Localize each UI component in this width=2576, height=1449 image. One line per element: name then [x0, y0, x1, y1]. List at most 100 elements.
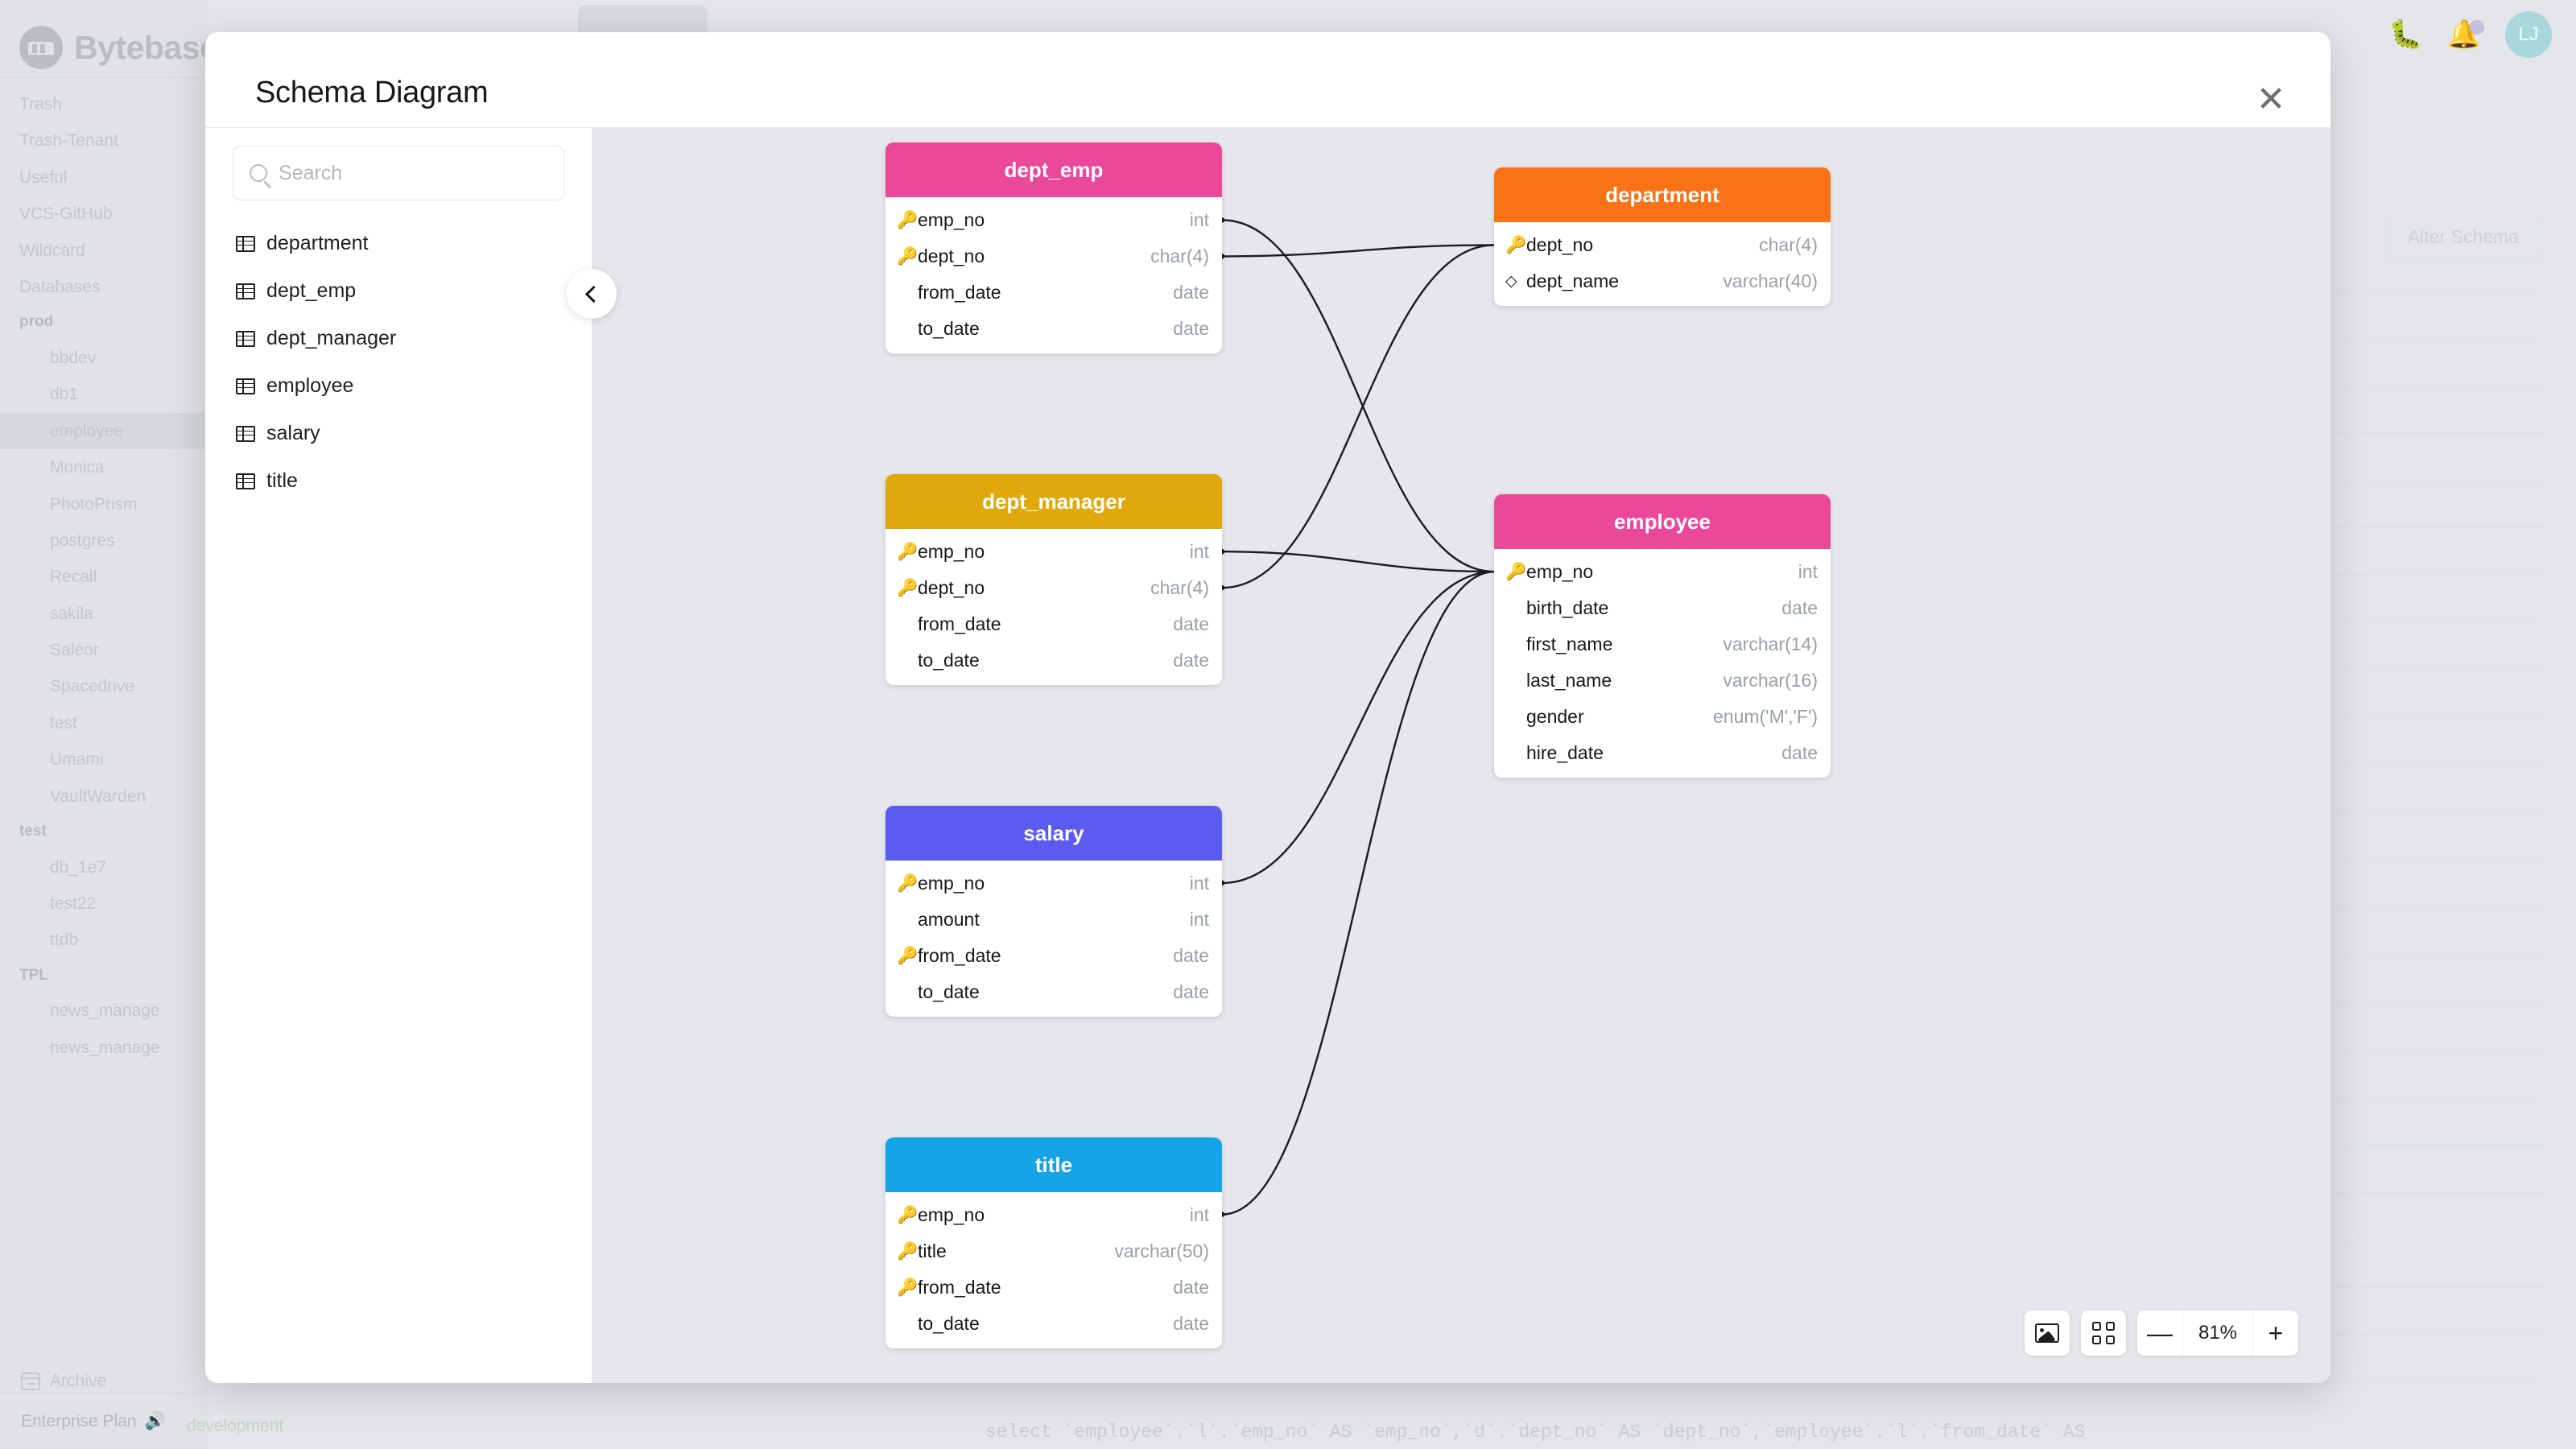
close-icon[interactable]: ✕	[2256, 80, 2286, 119]
plan-footer[interactable]: Enterprise Plan 🔊	[0, 1393, 208, 1449]
column-type: date	[1173, 650, 1209, 671]
column-type: varchar(40)	[1723, 270, 1818, 291]
column-type: int	[1798, 561, 1818, 582]
sidebar-item-vaultwarden[interactable]: VaultWarden	[50, 786, 147, 806]
search-box[interactable]	[233, 146, 564, 200]
avatar[interactable]: LJ	[2505, 11, 2552, 58]
sidebar-item-recall[interactable]: Recall	[50, 568, 97, 587]
column-type: date	[1173, 318, 1209, 339]
zoom-controls: — 81% +	[2137, 1311, 2298, 1356]
sidebar-item-news-manage[interactable]: news_manage	[50, 1001, 160, 1021]
plan-label: Enterprise Plan	[21, 1411, 137, 1430]
relationship-edges	[592, 128, 1495, 1383]
column-row: 🔑emp_no int	[886, 1197, 1222, 1233]
primary-key-icon: 🔑	[897, 247, 919, 266]
collapse-panel-button[interactable]	[567, 269, 617, 319]
list-item-dept_emp[interactable]: dept_emp	[233, 267, 564, 315]
sidebar-item-ttdb[interactable]: ttdb	[50, 931, 79, 950]
sidebar-item-bbdev[interactable]: bbdev	[50, 348, 97, 367]
table-node-title: salary	[886, 806, 1222, 861]
sidebar-item-test22[interactable]: test22	[50, 894, 97, 913]
search-icon	[250, 164, 267, 182]
column-name: from_date	[918, 1277, 1001, 1298]
column-name: last_name	[1526, 670, 1612, 691]
archive-label: Archive	[50, 1372, 107, 1390]
sidebar-item-photoprism[interactable]: PhotoPrism	[50, 494, 138, 514]
environment-badge: development	[187, 1417, 284, 1435]
edge-dept_emp-dept_no-to-department-dept_no	[1222, 244, 1495, 256]
sidebar-item-tpl[interactable]: TPL	[19, 966, 48, 984]
sidebar-item-databases[interactable]: Databases	[19, 277, 101, 296]
sidebar-item-prod[interactable]: prod	[19, 313, 54, 331]
sidebar-item-spacedrive[interactable]: Spacedrive	[50, 677, 135, 696]
sidebar-item-trash-tenant[interactable]: Trash-Tenant	[19, 131, 118, 151]
list-item-dept_manager[interactable]: dept_manager	[233, 315, 564, 362]
sidebar-item-test[interactable]: test	[50, 713, 77, 733]
layout-grid-button[interactable]	[2081, 1311, 2126, 1356]
sidebar-item-db-1e7[interactable]: db_1e7	[50, 857, 107, 877]
list-item-department[interactable]: department	[233, 220, 564, 267]
alter-schema-button[interactable]: Alter Schema	[2384, 216, 2542, 258]
column-name: emp_no	[918, 873, 985, 894]
table-list-panel: departmentdept_empdept_manageremployeesa…	[205, 127, 617, 1383]
sidebar-item-vcs-github[interactable]: VCS-GitHub	[19, 204, 113, 224]
edge-dept_emp-emp_no-to-employee-emp_no	[1222, 220, 1495, 573]
sidebar-item-monica[interactable]: Monica	[50, 458, 105, 477]
column-type: date	[1173, 1277, 1209, 1298]
column-type: int	[1189, 209, 1209, 230]
primary-key-icon: 🔑	[897, 874, 919, 893]
sidebar-item-test[interactable]: test	[19, 823, 47, 840]
zoom-in-button[interactable]: +	[2268, 1318, 2284, 1348]
sidebar-item-sakila[interactable]: sakila	[50, 604, 93, 623]
sidebar-item-employee[interactable]: employee	[0, 412, 208, 450]
background-topbar-icons: 🐛 🔔 LJ	[2388, 11, 2552, 58]
grid-icon	[2092, 1322, 2115, 1344]
sidebar-item-umami[interactable]: Umami	[50, 750, 104, 770]
page-title: Schema Diagram	[255, 76, 489, 109]
zoom-out-button[interactable]: —	[2147, 1318, 2173, 1348]
notification-bell[interactable]: 🔔	[2447, 19, 2484, 51]
sidebar-item-db1[interactable]: db1	[50, 385, 79, 404]
column-name: emp_no	[918, 1204, 985, 1225]
sidebar-item-useful[interactable]: Useful	[19, 167, 68, 187]
column-type: int	[1189, 1204, 1209, 1225]
list-item-employee[interactable]: employee	[233, 362, 564, 410]
export-image-button[interactable]	[2025, 1311, 2070, 1356]
sidebar-item-wildcard[interactable]: Wildcard	[19, 241, 85, 260]
app-logo[interactable]: Bytebase	[0, 0, 218, 77]
sidebar-item-archive[interactable]: Archive	[0, 1372, 208, 1391]
bug-icon[interactable]: 🐛	[2388, 19, 2423, 50]
column-name: emp_no	[918, 209, 985, 230]
column-name: hire_date	[1526, 742, 1604, 763]
search-input[interactable]	[279, 161, 547, 185]
background-content-lines	[2206, 290, 2544, 1430]
primary-key-icon: 🔑	[897, 1206, 919, 1224]
sidebar-item-news-manage[interactable]: news_manage	[50, 1038, 160, 1057]
sidebar-item-postgres[interactable]: postgres	[50, 530, 115, 550]
sidebar-item-saleor[interactable]: Saleor	[50, 641, 99, 660]
sidebar-divider	[0, 77, 208, 78]
column-type: date	[1173, 981, 1209, 1002]
list-item-title[interactable]: title	[233, 457, 564, 505]
list-item-salary[interactable]: salary	[233, 410, 564, 457]
column-type: date	[1173, 282, 1209, 303]
sidebar-item-trash[interactable]: Trash	[19, 95, 62, 114]
edge-dept_manager-dept_no-to-department-dept_no	[1222, 244, 1495, 588]
column-type: varchar(50)	[1114, 1241, 1209, 1261]
